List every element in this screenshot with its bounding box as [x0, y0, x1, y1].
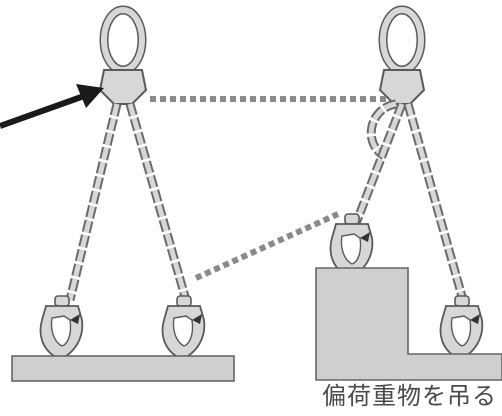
left-chain-sling	[11, 5, 235, 382]
right-chain-leg-2	[403, 102, 468, 302]
caption-text: 偏荷重物を吊る	[322, 382, 497, 410]
pointer-arrow-icon	[0, 84, 104, 129]
left-chain-leg-2	[125, 102, 191, 302]
right-chain-leg-1	[350, 102, 407, 228]
right-shortening-loop	[366, 99, 398, 160]
dashed-connector-lines	[150, 96, 388, 281]
right-hook-1	[329, 213, 374, 278]
left-hook-2	[161, 295, 206, 360]
left-hook-1	[39, 295, 84, 360]
left-coupling	[98, 69, 148, 105]
right-hook-2	[439, 295, 484, 360]
left-load-plate	[11, 355, 235, 382]
right-chain-sling	[315, 5, 502, 381]
dashed-line-diagonal	[194, 211, 340, 281]
right-stepped-load	[315, 267, 502, 381]
right-coupling	[378, 69, 426, 105]
left-chain-leg-1	[65, 102, 122, 302]
